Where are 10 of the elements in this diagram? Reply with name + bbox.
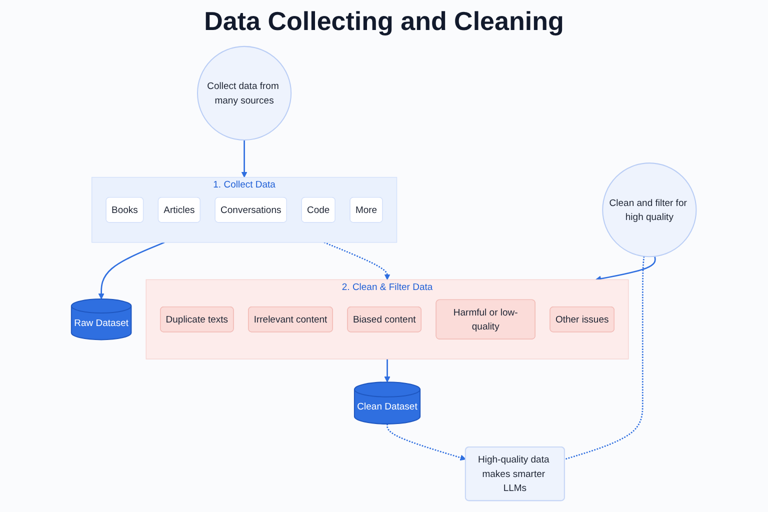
connector bbox=[564, 256, 645, 460]
arrow bbox=[384, 359, 390, 382]
arrow bbox=[386, 424, 466, 461]
arrow bbox=[98, 242, 165, 300]
node-circle: Clean and filter for high quality bbox=[602, 162, 697, 258]
arrow bbox=[596, 256, 656, 282]
node-circle: Collect data from many sources bbox=[197, 46, 292, 141]
arrow bbox=[241, 140, 248, 178]
arrow bbox=[324, 242, 390, 280]
diagram-title: Data Collecting and Cleaning bbox=[204, 6, 564, 37]
